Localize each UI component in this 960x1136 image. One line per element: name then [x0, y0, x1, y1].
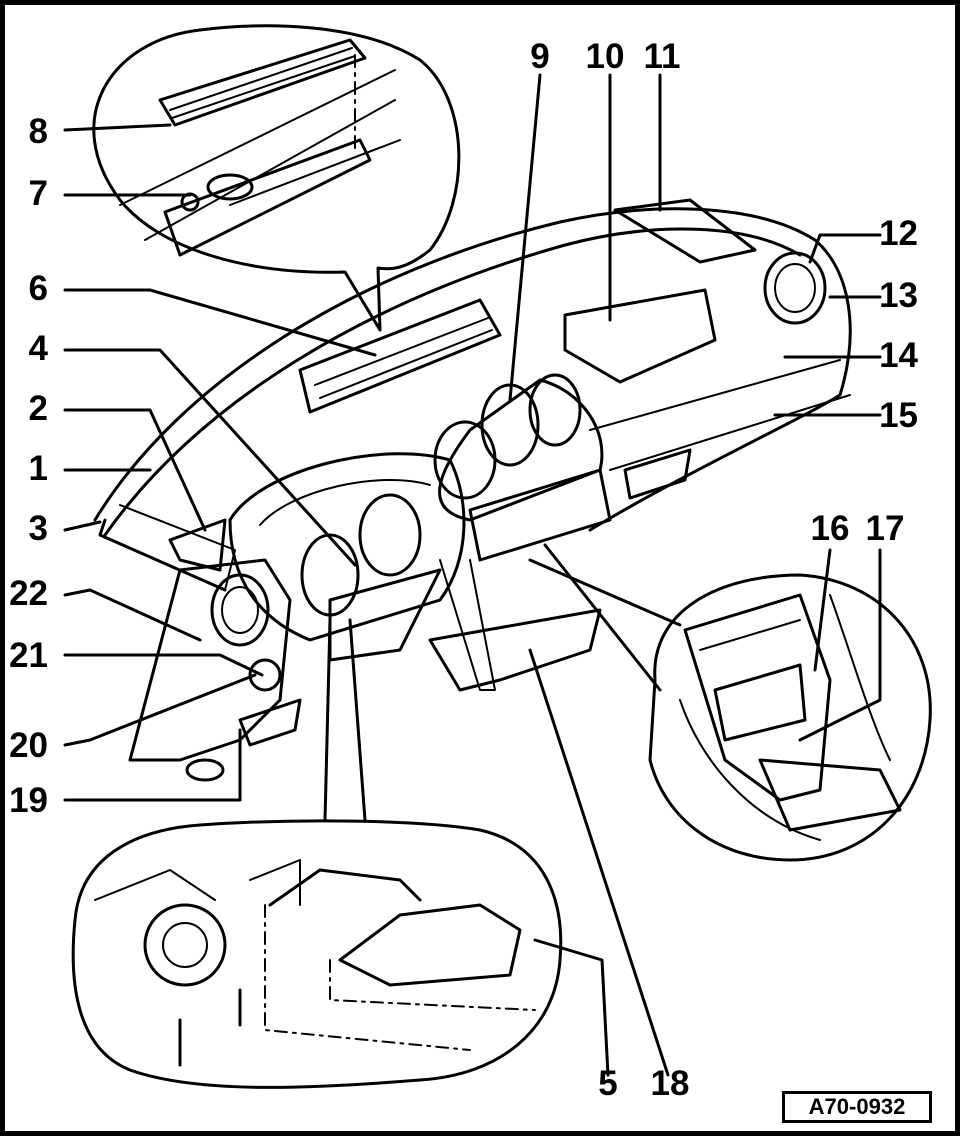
callout-14: 14 — [879, 336, 918, 375]
callout-22: 22 — [9, 574, 48, 613]
callout-18: 18 — [651, 1064, 690, 1103]
callout-15: 15 — [879, 396, 918, 435]
callout-16: 16 — [811, 509, 850, 548]
callout-21: 21 — [9, 636, 48, 675]
callout-labels: 1 2 3 4 5 6 7 8 9 10 11 12 13 14 15 16 1… — [9, 37, 918, 1103]
callout-20: 20 — [9, 726, 48, 765]
trim-lower — [338, 903, 522, 987]
callout-4: 4 — [29, 329, 49, 368]
trim-upper — [268, 868, 422, 907]
callout-1: 1 — [29, 449, 48, 488]
instrument-cluster-housing — [228, 452, 466, 642]
vent-housing-lower — [163, 138, 372, 257]
switch-panel — [238, 698, 302, 747]
bubble-connectors — [323, 543, 682, 822]
callout-11: 11 — [644, 37, 681, 76]
center-console-frame — [468, 468, 612, 562]
callout-7: 7 — [29, 174, 48, 213]
callout-13: 13 — [879, 276, 918, 315]
left-air-vent — [210, 573, 270, 647]
light-switch — [248, 658, 282, 692]
detail-bubble-right — [648, 573, 932, 862]
ignition-switch — [143, 903, 227, 987]
right-side-vent — [763, 251, 827, 325]
detail-bubble-top — [92, 24, 461, 332]
reference-code: A70-0932 — [782, 1091, 932, 1123]
gauge-right — [358, 493, 422, 577]
callout-2: 2 — [29, 389, 48, 428]
callout-8: 8 — [29, 112, 48, 151]
windscreen-vent-grille — [298, 298, 502, 414]
callout-5: 5 — [598, 1064, 617, 1103]
steering-column-trim — [328, 568, 442, 662]
console-tray — [713, 663, 807, 742]
callout-19: 19 — [9, 781, 48, 820]
top-cover — [613, 198, 757, 264]
console-panel — [683, 593, 832, 802]
center-vent-right — [528, 373, 582, 447]
callout-9: 9 — [530, 37, 549, 76]
glovebox-handle — [623, 448, 692, 500]
airbag-cover — [563, 288, 717, 384]
center-vent-left — [433, 420, 497, 500]
callout-17: 17 — [866, 509, 905, 548]
left-end-panel — [128, 558, 292, 762]
center-vent-cluster — [438, 378, 604, 522]
vent-strip-upper — [158, 38, 367, 127]
console-pocket — [758, 758, 902, 832]
dashboard-body — [93, 198, 852, 782]
lower-fastener — [185, 758, 225, 782]
leader-lines — [63, 73, 882, 1077]
crossmember-bracket — [428, 608, 602, 692]
detail-bubble-bottom — [71, 819, 563, 1089]
callout-3: 3 — [29, 509, 48, 548]
air-outlet-ring — [206, 173, 254, 201]
callout-6: 6 — [29, 269, 48, 308]
left-grille — [168, 518, 227, 572]
callout-12: 12 — [879, 214, 918, 253]
callout-10: 10 — [586, 37, 625, 76]
